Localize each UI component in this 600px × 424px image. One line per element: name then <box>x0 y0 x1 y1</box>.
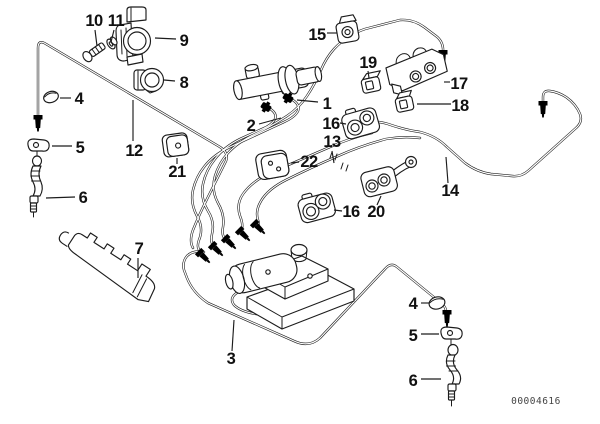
callout-label-9[interactable]: 9 <box>180 32 190 50</box>
callout-21[interactable]: 21 <box>168 158 186 181</box>
callout-22[interactable]: 22 <box>290 153 318 171</box>
callout-label-8[interactable]: 8 <box>180 74 190 92</box>
callout-4-right[interactable]: 4 <box>409 295 429 313</box>
callout-label-19[interactable]: 19 <box>359 54 377 72</box>
part-bracket-20 <box>360 155 418 198</box>
callout-5-left[interactable]: 5 <box>52 139 85 157</box>
callout-label-17[interactable]: 17 <box>450 75 468 93</box>
callout-label-6-right[interactable]: 6 <box>409 372 419 390</box>
abs-pump-motor <box>224 253 298 295</box>
callout-label-1[interactable]: 1 <box>323 95 333 113</box>
part-screw-10 <box>82 42 106 63</box>
callout-leader-8 <box>163 79 176 82</box>
brake-pipes-layer <box>36 18 583 346</box>
callout-14[interactable]: 14 <box>441 156 460 200</box>
callout-label-3[interactable]: 3 <box>227 350 237 368</box>
pipe-coupling-marks <box>329 151 349 172</box>
callout-9[interactable]: 9 <box>154 32 190 50</box>
callout-16-lower[interactable]: 16 <box>333 203 360 221</box>
callout-leader-2 <box>258 117 282 125</box>
part-clip-15 <box>335 14 360 44</box>
abs-hydraulic-unit <box>224 243 355 330</box>
callout-label-13[interactable]: 13 <box>323 133 341 151</box>
part-bracket-5-left <box>27 138 50 158</box>
part-brake-hose-6-left <box>29 155 43 218</box>
callout-leader-22 <box>290 161 300 164</box>
callout-11[interactable]: 11 <box>108 12 125 43</box>
callout-leader-6-left <box>45 196 76 199</box>
callout-leader-16-upper <box>339 122 347 125</box>
callout-label-5-left[interactable]: 5 <box>76 139 86 157</box>
callout-20[interactable]: 20 <box>367 195 385 221</box>
part-pipe-carrier-7 <box>58 231 156 303</box>
part-holder-21 <box>161 132 190 158</box>
callout-19[interactable]: 19 <box>359 54 377 79</box>
part-pipe-clamp-16-upper <box>341 107 381 140</box>
callout-leader-14 <box>445 156 449 184</box>
callout-leader-19 <box>367 70 370 79</box>
callout-12[interactable]: 12 <box>125 100 143 160</box>
part-clip-19 <box>360 70 382 94</box>
callout-7[interactable]: 7 <box>135 240 144 278</box>
diagram-id-number: 00004616 <box>511 396 561 407</box>
callout-label-6-left[interactable]: 6 <box>79 189 89 207</box>
callout-leader-1 <box>296 99 319 103</box>
callout-17[interactable]: 17 <box>444 75 468 93</box>
callout-13[interactable]: 13 <box>323 133 341 164</box>
callout-label-12[interactable]: 12 <box>125 142 143 160</box>
callout-4-left[interactable]: 4 <box>60 90 85 108</box>
callout-label-15[interactable]: 15 <box>308 26 326 44</box>
part-grommet-8 <box>133 67 165 94</box>
callout-label-18[interactable]: 18 <box>451 97 469 115</box>
part-clip-18 <box>394 89 415 113</box>
callout-1[interactable]: 1 <box>296 95 333 113</box>
callout-10[interactable]: 10 <box>85 12 103 47</box>
callout-leader-13 <box>331 150 335 164</box>
callout-label-22[interactable]: 22 <box>300 153 318 171</box>
callout-6-left[interactable]: 6 <box>45 189 89 207</box>
master-cylinder <box>233 63 323 101</box>
part-bracket-5-right <box>440 326 463 346</box>
callout-leader-9 <box>154 37 177 40</box>
callout-leader-20 <box>376 195 382 206</box>
callout-label-5-right[interactable]: 5 <box>409 327 419 345</box>
callout-3[interactable]: 3 <box>227 319 237 368</box>
callout-5-right[interactable]: 5 <box>409 327 439 345</box>
callout-16-upper[interactable]: 16 <box>322 115 347 133</box>
callout-label-4-left[interactable]: 4 <box>75 90 86 108</box>
part-pipe-clamp-16-lower <box>297 192 336 224</box>
callout-15[interactable]: 15 <box>308 26 337 44</box>
callout-leader-3 <box>231 319 235 352</box>
part-grommet-4-right <box>428 296 446 310</box>
part-washer-11 <box>106 36 118 50</box>
callout-18[interactable]: 18 <box>417 97 469 115</box>
part-holder-22 <box>255 149 290 181</box>
callout-label-20[interactable]: 20 <box>367 203 385 221</box>
part-holder-9 <box>115 6 152 66</box>
callout-label-10[interactable]: 10 <box>85 12 103 30</box>
callout-label-21[interactable]: 21 <box>168 163 186 181</box>
callout-leader-16-lower <box>333 209 343 212</box>
callout-6-right[interactable]: 6 <box>409 372 441 390</box>
part-holder-17 <box>385 47 448 96</box>
callout-leader-10 <box>94 29 98 47</box>
part-grommet-4-left <box>43 90 59 104</box>
callout-8[interactable]: 8 <box>163 74 190 92</box>
callout-label-14[interactable]: 14 <box>441 182 460 200</box>
callout-label-2[interactable]: 2 <box>247 117 257 135</box>
callout-label-7[interactable]: 7 <box>135 240 145 258</box>
callout-label-4-right[interactable]: 4 <box>409 295 420 313</box>
callout-label-11[interactable]: 11 <box>108 12 125 30</box>
part-brake-hose-6-right <box>445 343 462 407</box>
callout-2[interactable]: 2 <box>247 117 282 135</box>
callout-label-16-lower[interactable]: 16 <box>342 203 360 221</box>
callout-label-16-upper[interactable]: 16 <box>322 115 340 133</box>
callout-leader-11 <box>110 29 115 43</box>
